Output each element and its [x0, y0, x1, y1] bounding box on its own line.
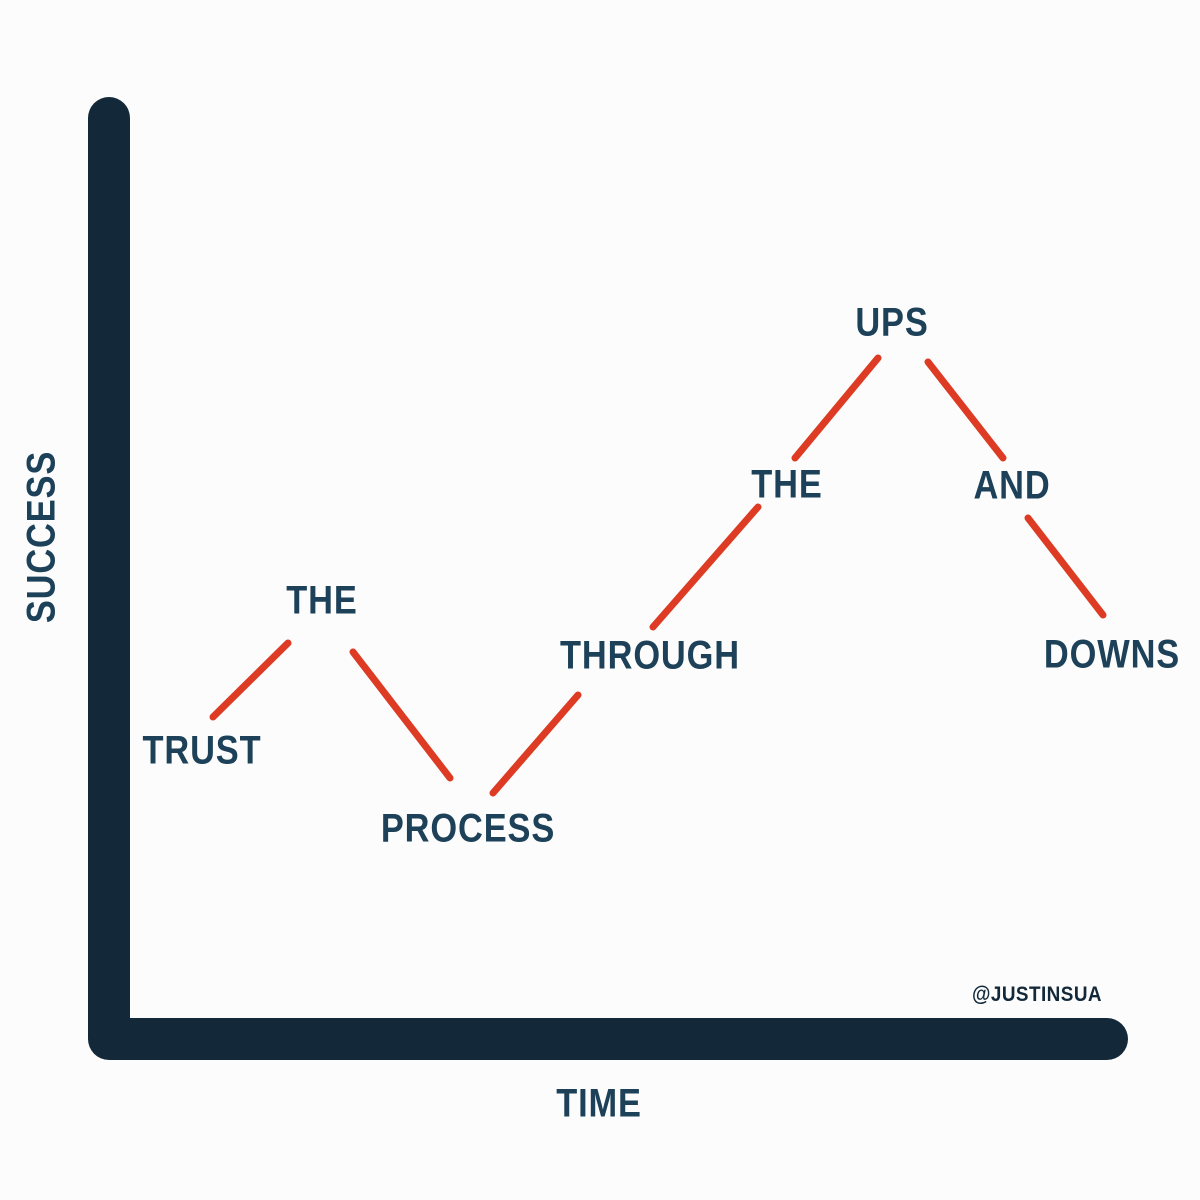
y-axis-label: SUCCESS [19, 450, 64, 624]
trend-line-segment-7 [1024, 514, 1107, 619]
trend-line-segment-3 [489, 691, 582, 797]
trend-line-segment-6 [924, 358, 1007, 462]
trend-line-segment-5 [791, 354, 882, 462]
x-axis-label: TIME [556, 1081, 642, 1126]
path-word-4-through: THROUGH [560, 633, 740, 678]
trend-line-segment-1 [209, 639, 292, 721]
trend-line [209, 354, 1107, 797]
path-word-3-process: PROCESS [380, 806, 556, 851]
trend-line-segment-4 [649, 503, 762, 631]
path-word-8-downs: DOWNS [1043, 632, 1181, 677]
path-word-7-and: AND [973, 463, 1051, 508]
path-word-6-ups: UPS [855, 300, 929, 345]
path-word-1-trust: TRUST [142, 728, 262, 773]
path-word-2-the: THE [286, 578, 358, 623]
trend-line-segment-2 [349, 648, 454, 782]
watermark-credit: @JUSTINSUA [971, 983, 1103, 1006]
axes-line [88, 97, 1128, 1060]
path-word-5-the: THE [751, 462, 823, 507]
